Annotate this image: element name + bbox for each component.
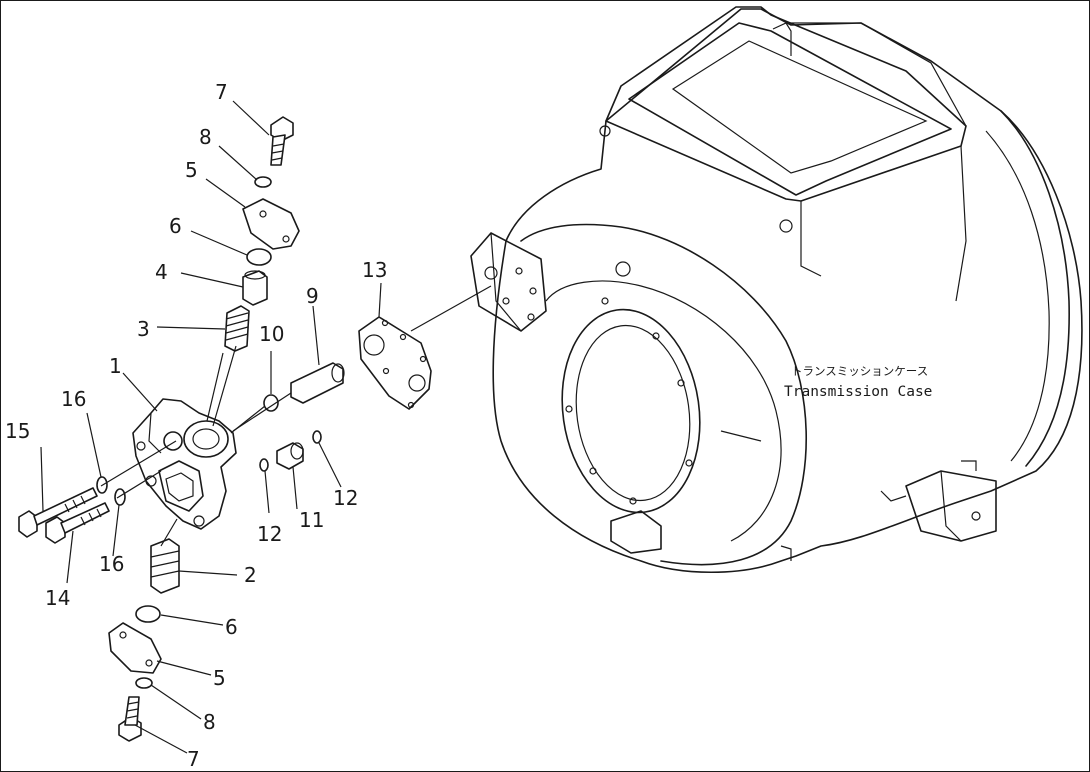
callout-11: 11 [299,508,324,532]
case-label-english: Transmission Case [784,384,932,400]
washer-16-bottom [114,488,126,506]
cover-5-bottom [108,622,162,674]
spool-4 [242,270,268,306]
o-ring-10 [263,394,279,412]
callout-9: 9 [306,284,319,308]
callout-6-top: 6 [169,214,182,238]
o-ring-6-bottom [135,605,161,623]
callout-13: 13 [362,258,387,282]
callout-1: 1 [109,354,122,378]
callout-7-top: 7 [215,80,228,104]
valve-body-1 [132,398,237,530]
callout-10: 10 [259,322,284,346]
callout-16-bottom: 16 [99,552,124,576]
callout-7-bottom: 7 [187,747,200,771]
callout-12-right: 12 [333,486,358,510]
bolt-14 [45,502,110,544]
cover-5-top [242,198,300,250]
o-ring-6-top [246,248,272,266]
o-ring-12-left [259,458,269,472]
callout-15: 15 [5,419,30,443]
spring-3 [224,305,250,352]
callout-16-top: 16 [61,387,86,411]
callout-8-bottom: 8 [203,710,216,734]
plug-11 [276,442,304,470]
gasket-alignment-line [410,285,492,332]
leader-lines [40,100,382,754]
callout-14: 14 [45,586,70,610]
callout-numbers: 7 8 5 6 4 3 10 9 13 1 16 15 12 11 12 16 … [5,80,387,771]
washer-8-bottom [135,677,153,689]
spring-2 [150,538,180,594]
callout-5-top: 5 [185,158,198,182]
case-label-japanese: トランスミッションケース [791,364,928,378]
callout-4: 4 [155,260,168,284]
callout-3: 3 [137,317,150,341]
plug-9 [290,362,345,404]
gasket-13 [358,316,432,410]
bolt-15 [18,487,98,538]
washer-8-top [254,176,272,188]
callout-2: 2 [244,563,257,587]
callout-12-left: 12 [257,522,282,546]
callout-6-bottom: 6 [225,615,238,639]
callout-8-top: 8 [199,125,212,149]
o-ring-12-right [312,430,322,444]
callout-5-bottom: 5 [213,666,226,690]
transmission-case [470,6,1083,573]
bolt-7-top [270,116,294,166]
bolt-7-bottom [118,696,142,742]
